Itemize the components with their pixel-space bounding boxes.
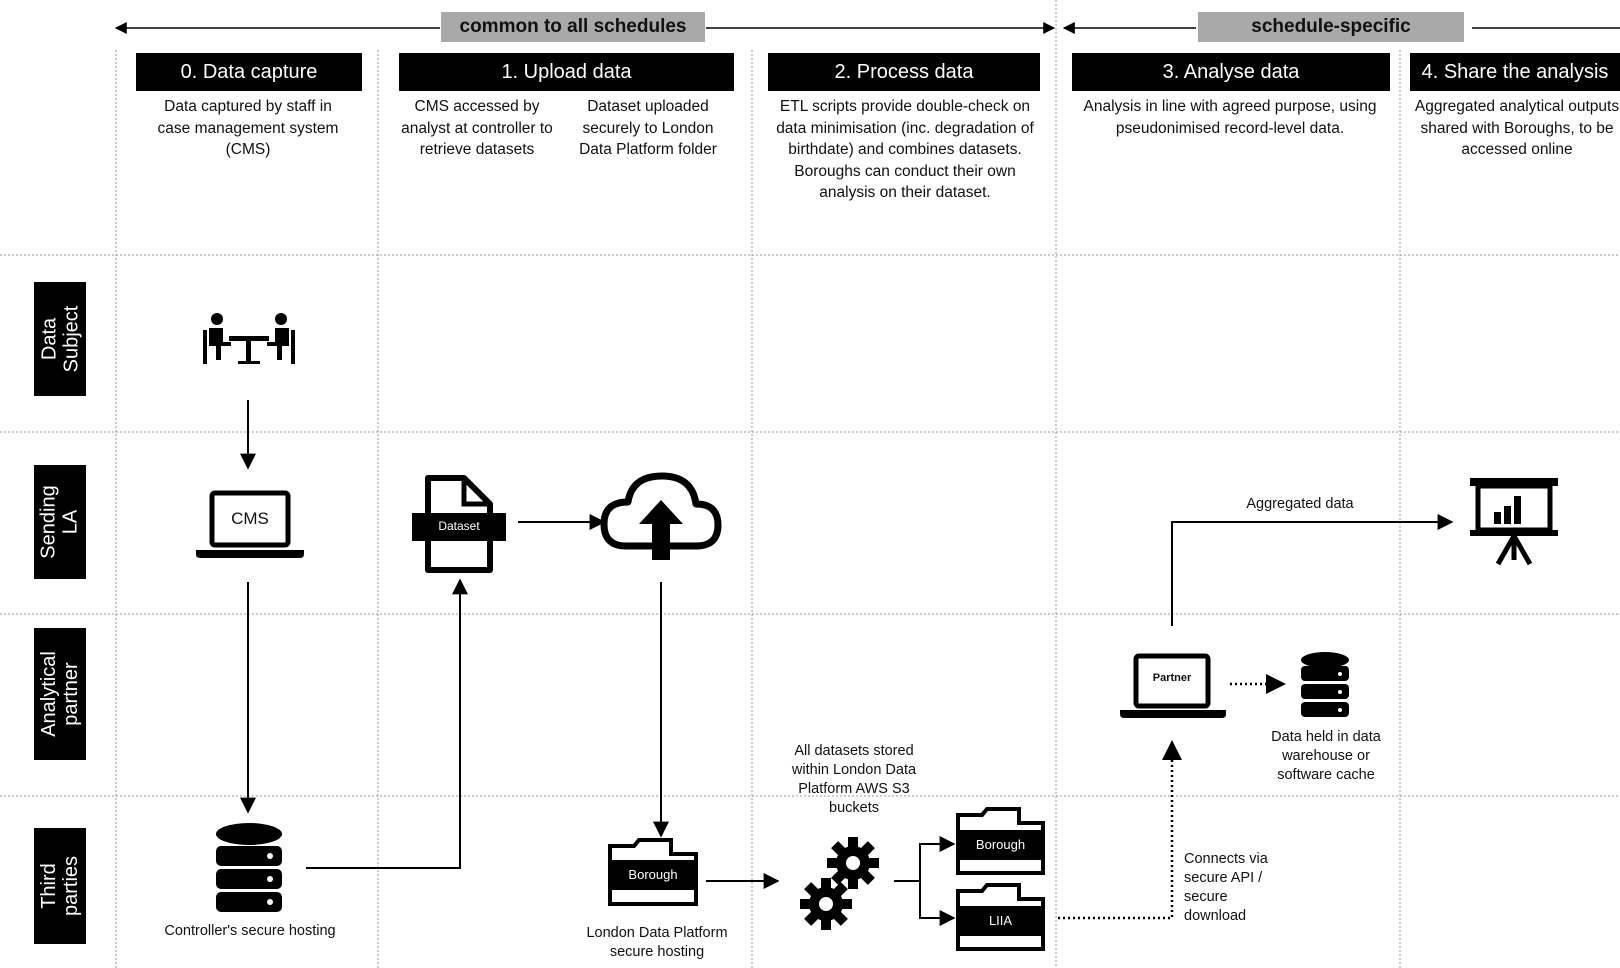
lane-label-third-parties: Third parties [34,828,86,944]
laptop-cms-icon [196,490,304,558]
s3-borough-label: Borough [975,837,1026,852]
band-common: common to all schedules [441,12,705,42]
description-upload-dataset: Dataset uploaded securely to London Data… [579,98,717,158]
liia-label: LIIA [988,913,1013,928]
dotted-connectors [1058,674,1286,920]
cloud-upload-icon [600,472,722,560]
laptop-partner-icon [1120,653,1226,718]
dataset-label: Dataset [438,519,480,533]
description-process-data: ETL scripts provide double-check on data… [776,98,1034,201]
caption-aggregated-data: Aggregated data [1246,496,1354,512]
column-dividers [115,0,1401,968]
borough-folder-icon [608,838,698,906]
presentation-chart-icon [1470,478,1558,566]
caption-s3-buckets: All datasets stored within London Data P… [791,743,917,816]
band-schedule-specific: schedule-specific [1198,12,1464,42]
caption-connects-api: Connects via secure API / secure downloa… [1184,851,1268,924]
caption-ldp-hosting: London Data Platform secure hosting [586,925,728,960]
cms-label: CMS [231,509,269,528]
column-header-analyse-data: 3. Analyse data [1072,53,1390,91]
arrow-gears-to-liia [919,881,956,926]
s3-borough-folder-icon [956,807,1045,875]
meeting-people-icon [203,313,295,364]
controller-database-icon [216,823,282,912]
lane-label-sending-la: Sending LA [34,465,86,579]
lane-dividers [0,254,1620,797]
borough-folder-label: Borough [628,867,678,882]
arrow-gears-to-borough-folder [894,836,956,882]
lane-label-analytical-partner: Analytical partner [34,628,86,760]
arrow-liia-to-partner [1058,740,1182,920]
gears-icon [800,837,879,930]
liia-folder-icon [956,883,1045,951]
warehouse-database-icon [1301,652,1349,717]
description-data-capture: Data captured by staff in case managemen… [157,98,339,158]
partner-label: Partner [1152,672,1192,684]
arrow-db-to-dataset [306,578,468,869]
column-header-upload-data: 1. Upload data [399,53,734,91]
arrow-partner-to-presentation [1171,514,1454,626]
column-header-process-data: 2. Process data [768,53,1040,91]
column-header-share-analysis: 4. Share the analysis [1410,53,1620,91]
column-header-data-capture: 0. Data capture [136,53,362,91]
description-share-analysis: Aggregated analytical outputs shared wit… [1414,98,1620,158]
description-upload-access: CMS accessed by analyst at controller to… [401,98,553,158]
flow-connectors [240,400,1454,926]
caption-controller-hosting: Controller's secure hosting [164,923,336,939]
dataset-document-icon [412,475,506,573]
lane-label-data-subject: Data Subject [34,282,86,396]
caption-warehouse: Data held in data warehouse or software … [1271,729,1381,783]
description-analyse-data: Analysis in line with agreed purpose, us… [1083,98,1377,137]
